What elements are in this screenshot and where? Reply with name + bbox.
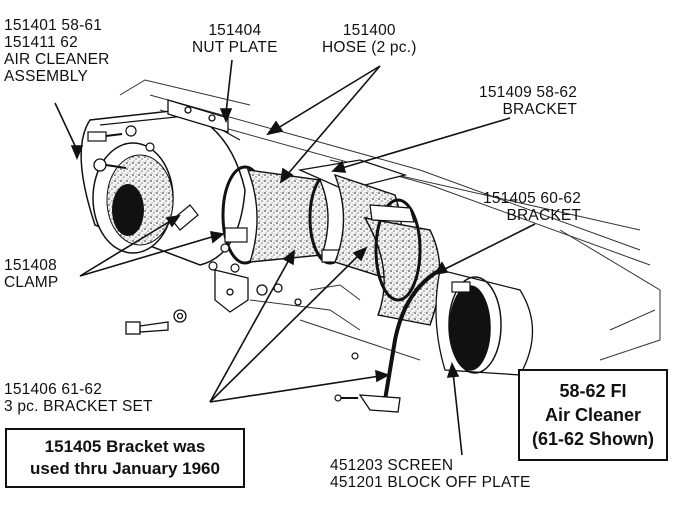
label-line: 151409 58-62 (479, 84, 578, 101)
label-nut-plate: 151404 NUT PLATE (192, 22, 278, 56)
label-line: 151408 (4, 257, 57, 274)
label-line: 151404 (208, 22, 262, 39)
leader-lines (54, 59, 536, 456)
label-line: AIR CLEANER (4, 51, 110, 68)
title-line: Air Cleaner (544, 405, 642, 425)
clamp-ring-rear (369, 198, 422, 302)
label-line: ASSEMBLY (4, 68, 89, 85)
label-line: BRACKET (506, 207, 582, 224)
bracket-set-lower-mount (214, 269, 302, 313)
nut-plate (167, 99, 229, 133)
label-line: CLAMP (4, 274, 59, 291)
note-line: 151405 Bracket was (44, 437, 206, 456)
label-clamp: 151408 CLAMP (4, 257, 58, 291)
screen-block-off-plate (435, 269, 534, 376)
note-line: used thru January 1960 (30, 459, 220, 478)
hose-section-2 (333, 173, 441, 326)
label-line: 151400 (342, 22, 396, 39)
curved-bracket (358, 268, 442, 413)
label-line: BRACKET (502, 101, 578, 118)
label-screen-block-off-plate: 451203 SCREEN 451201 BLOCK OFF PLATE (330, 457, 531, 491)
label-line: 151406 61-62 (4, 381, 103, 398)
label-hose: 151400 HOSE (2 pc.) (322, 22, 417, 56)
label-line: HOSE (2 pc.) (322, 39, 417, 56)
label-line: NUT PLATE (192, 39, 278, 56)
air-cleaner-canister (80, 109, 246, 266)
bracket-note-box: 151405 Bracket was used thru January 196… (5, 428, 245, 488)
title-line: (61-62 Shown) (531, 429, 655, 449)
label-bracket-set: 151406 61-62 3 pc. BRACKET SET (4, 381, 153, 415)
label-line: 451203 SCREEN (330, 457, 454, 474)
label-line: 151401 58-61 (4, 17, 103, 34)
label-line: 3 pc. BRACKET SET (4, 398, 153, 415)
title-line: 58-62 FI (559, 381, 627, 401)
label-bracket-58-62: 151409 58-62 BRACKET (479, 84, 577, 118)
label-line: 451201 BLOCK OFF PLATE (330, 474, 531, 491)
bracket-fastener (334, 352, 359, 402)
label-air-cleaner-assembly: 151401 58-61 151411 62 AIR CLEANER ASSEM… (4, 17, 110, 85)
loose-bolt (125, 309, 187, 335)
label-line: 151411 62 (4, 34, 78, 51)
label-line: 151405 60-62 (483, 190, 582, 207)
label-bracket-60-62: 151405 60-62 BRACKET (483, 190, 581, 224)
title-box: 58-62 FI Air Cleaner (61-62 Shown) (518, 369, 668, 461)
